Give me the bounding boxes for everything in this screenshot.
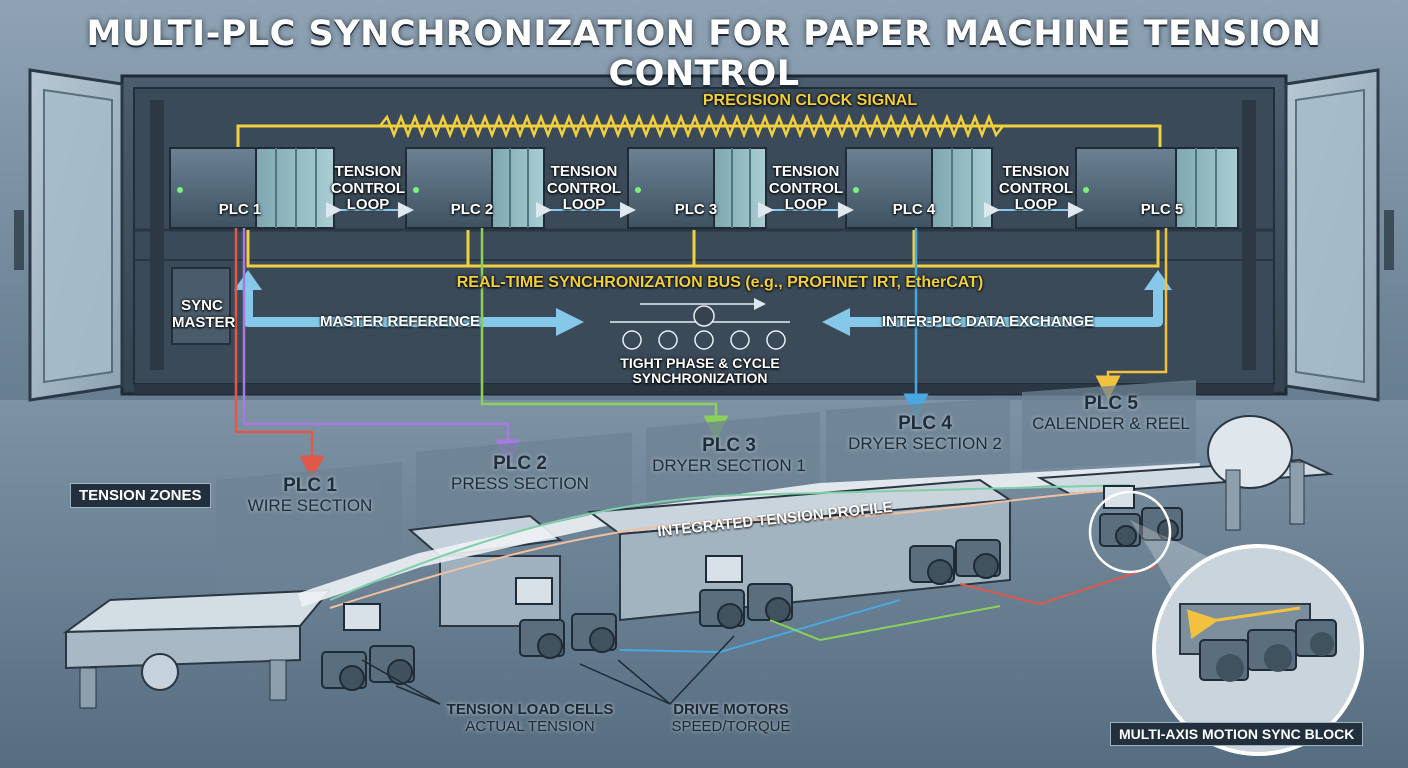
zone-2-plc: PLC 2 bbox=[493, 453, 547, 474]
signal-line-plc3 bbox=[480, 228, 729, 441]
phase-sync-line1: TIGHT PHASE & CYCLE bbox=[620, 355, 780, 371]
plc5-label: PLC 5 bbox=[1140, 201, 1184, 218]
tension-loop-label-4: TENSION CONTROL LOOP bbox=[996, 163, 1076, 214]
tension-loop-line3: LOOP bbox=[346, 196, 390, 213]
phase-sync-icon bbox=[610, 298, 790, 350]
zone-3-label: PLC 3 DRYER SECTION 1 bbox=[644, 435, 814, 476]
zone-4-section: DRYER SECTION 2 bbox=[848, 433, 1002, 453]
tension-loop-line3: LOOP bbox=[562, 196, 606, 213]
tension-loop-line1: TENSION bbox=[550, 163, 618, 180]
inter-plc-label: INTER-PLC DATA EXCHANGE bbox=[881, 313, 1095, 330]
sync-master-line1: SYNC bbox=[181, 297, 223, 314]
master-reference-label: MASTER REFERENCE bbox=[319, 313, 480, 330]
tension-loop-line2: CONTROL bbox=[330, 179, 406, 197]
profile-line-b bbox=[329, 484, 1131, 601]
motor-wire-green bbox=[769, 605, 1001, 642]
signal-line-plc1 bbox=[234, 228, 325, 481]
sync-bus-label: REAL-TIME SYNCHRONIZATION BUS (e.g., PRO… bbox=[456, 274, 984, 291]
load-cells bbox=[343, 485, 1135, 631]
zone-5-plc: PLC 5 bbox=[1084, 393, 1138, 414]
plc-rack-4 bbox=[845, 147, 993, 229]
load-cells-callout: TENSION LOAD CELLS ACTUAL TENSION bbox=[440, 701, 620, 735]
tension-loop-line1: TENSION bbox=[772, 163, 840, 180]
cabinet-door-left bbox=[14, 68, 124, 402]
drive-motors-callout: DRIVE MOTORS SPEED/TORQUE bbox=[656, 701, 806, 735]
plc1-label: PLC 1 bbox=[218, 201, 262, 218]
zoom-source-circle bbox=[1088, 490, 1172, 574]
control-cabinet bbox=[120, 74, 1288, 396]
load-cells-title: TENSION LOAD CELLS bbox=[446, 701, 614, 718]
zone-1-label: PLC 1 WIRE SECTION bbox=[240, 475, 380, 516]
callout-lines bbox=[361, 635, 735, 705]
motor-wire-red bbox=[959, 565, 1157, 606]
drive-motors-title: DRIVE MOTORS bbox=[673, 701, 789, 718]
sync-master-line2: MASTER bbox=[172, 313, 236, 331]
motion-sync-block-zoom bbox=[1152, 544, 1364, 756]
zone-1-plc: PLC 1 bbox=[283, 475, 337, 496]
plc-rack-2 bbox=[405, 147, 545, 229]
tension-loop-line2: CONTROL bbox=[768, 179, 844, 197]
phase-sync-line2: SYNCHRONIZATION bbox=[632, 370, 768, 387]
tension-zones-tag: TENSION ZONES bbox=[70, 483, 211, 508]
signal-line-plc5 bbox=[1095, 228, 1168, 401]
zone-3-plc: PLC 3 bbox=[702, 435, 756, 456]
tension-loop-line3: LOOP bbox=[1014, 196, 1058, 213]
zone-5-label: PLC 5 CALENDER & REEL bbox=[1026, 393, 1196, 434]
plc2-label: PLC 2 bbox=[450, 201, 494, 218]
motion-sync-block-tag: MULTI-AXIS MOTION SYNC BLOCK bbox=[1110, 722, 1364, 746]
plc4-label: PLC 4 bbox=[892, 201, 936, 218]
plc-rack-1 bbox=[169, 147, 335, 229]
profile-line-a bbox=[329, 489, 1121, 609]
zone-4-plc: PLC 4 bbox=[898, 413, 952, 434]
plc3-label: PLC 3 bbox=[674, 201, 718, 218]
zone-5-section: CALENDER & REEL bbox=[1032, 413, 1190, 433]
sync-master-label: SYNC MASTER bbox=[172, 297, 236, 331]
tension-loop-label-2: TENSION CONTROL LOOP bbox=[544, 163, 624, 214]
tension-loop-label-1: TENSION CONTROL LOOP bbox=[328, 163, 408, 214]
tension-loop-line2: CONTROL bbox=[998, 179, 1074, 197]
sync-bus-line bbox=[246, 230, 1160, 268]
plc-rack-3 bbox=[627, 147, 767, 229]
cabinet-door-right bbox=[1284, 68, 1394, 402]
drive-motors bbox=[321, 507, 1183, 691]
zone-4-label: PLC 4 DRYER SECTION 2 bbox=[840, 413, 1010, 454]
page-title: MULTI-PLC SYNCHRONIZATION FOR PAPER MACH… bbox=[86, 14, 1322, 94]
tension-loop-line1: TENSION bbox=[1002, 163, 1070, 180]
tension-loop-label-3: TENSION CONTROL LOOP bbox=[766, 163, 846, 214]
zone-1-section: WIRE SECTION bbox=[247, 495, 373, 515]
signal-line-plc2 bbox=[242, 228, 521, 465]
tension-loop-line2: CONTROL bbox=[546, 179, 622, 197]
precision-clock-label: PRECISION CLOCK SIGNAL bbox=[702, 92, 918, 109]
load-cells-sub: ACTUAL TENSION bbox=[465, 717, 595, 735]
tension-loop-line1: TENSION bbox=[334, 163, 402, 180]
zone-3-section: DRYER SECTION 1 bbox=[652, 455, 806, 475]
master-reference-arrow bbox=[234, 270, 584, 336]
phase-sync-label: TIGHT PHASE & CYCLE SYNCHRONIZATION bbox=[590, 355, 810, 387]
zone-2-section: PRESS SECTION bbox=[451, 473, 589, 493]
zone-2-label: PLC 2 PRESS SECTION bbox=[440, 453, 600, 494]
drive-motors-sub: SPEED/TORQUE bbox=[671, 717, 791, 735]
motor-wire-blue bbox=[619, 599, 901, 654]
sync-master-unit bbox=[171, 267, 231, 345]
plc-rack-5 bbox=[1075, 147, 1239, 229]
precision-clock-zigzag bbox=[379, 113, 1004, 139]
tension-loop-line3: LOOP bbox=[784, 196, 828, 213]
